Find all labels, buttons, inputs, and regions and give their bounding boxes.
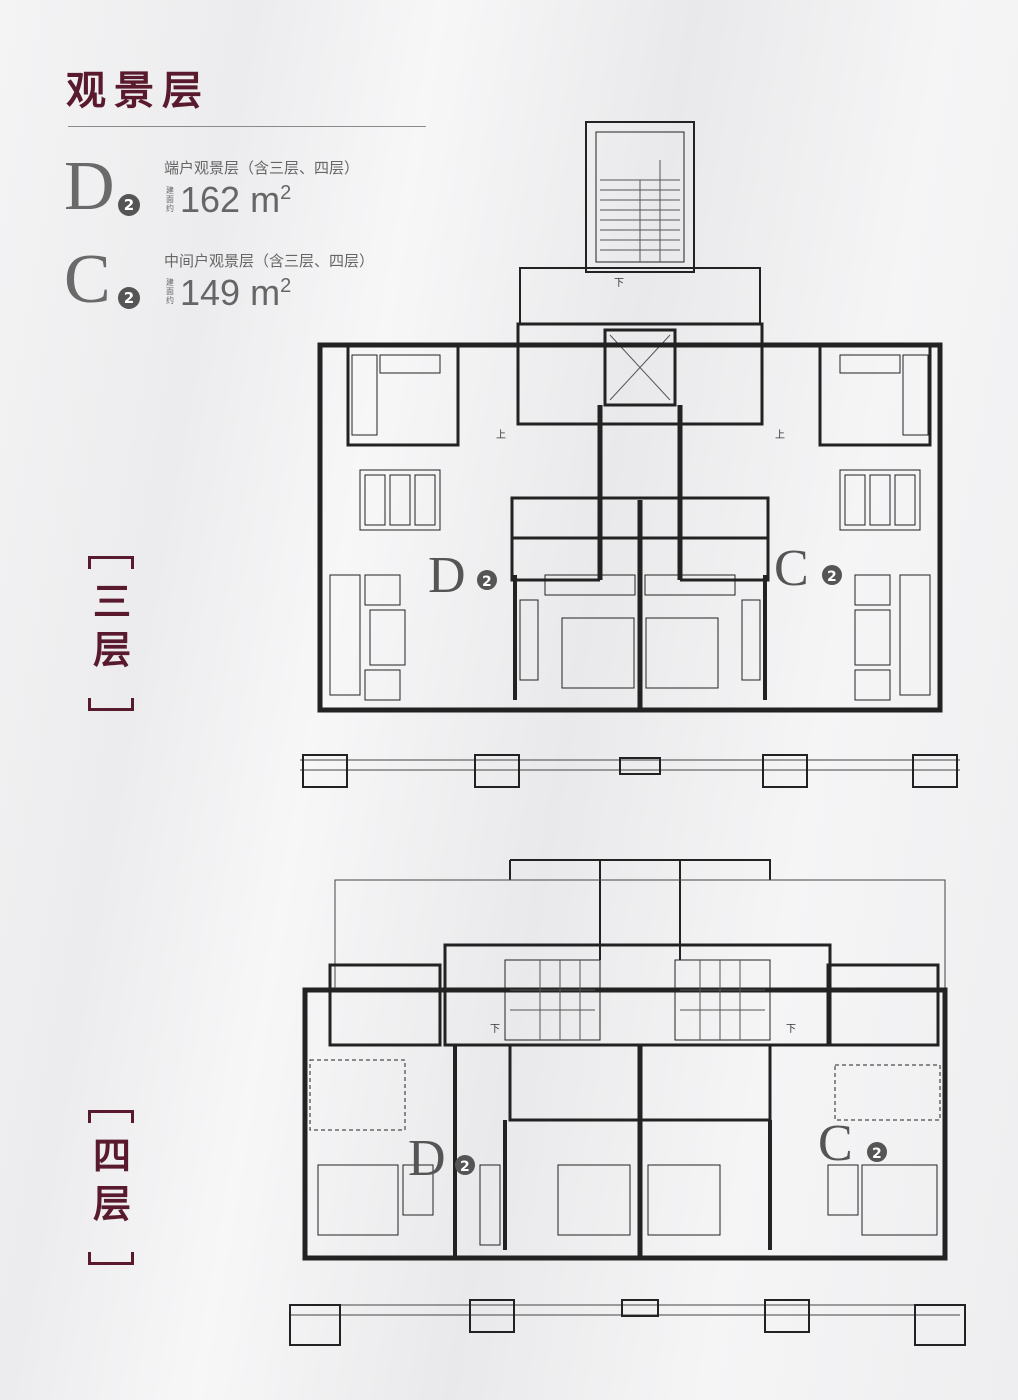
stair-down-label: 下 [786, 1024, 796, 1035]
unit-area: 162 m2 [180, 182, 291, 218]
plan-floor-4 [289, 859, 966, 1346]
unit-number: 2 [118, 194, 140, 216]
plan-label-num: 2 [460, 1159, 470, 1175]
area-unit: m [250, 272, 281, 313]
area-unit: m [250, 179, 281, 220]
stair-up-label: 上 [496, 429, 506, 441]
plan-label-num: 2 [482, 574, 492, 590]
bracket-bottom [88, 698, 134, 711]
stair-down-label: 下 [490, 1024, 500, 1035]
unit-description: 中间户观景层（含三层、四层） [164, 252, 375, 270]
divider [68, 126, 426, 127]
plan-label-num: 2 [827, 569, 837, 585]
unit-letter: C [64, 241, 111, 318]
stair-up-label: 上 [775, 429, 785, 441]
area-label: 建面约 [166, 186, 174, 213]
area-label: 建面约 [166, 278, 174, 305]
bracket-bottom [88, 1252, 134, 1265]
bracket-top [88, 1110, 134, 1123]
area-value: 162 [180, 179, 241, 220]
area-exponent: 2 [280, 275, 292, 297]
plan-label-num: 2 [872, 1146, 882, 1162]
area-value: 149 [180, 272, 241, 313]
plan-labels: D 2 C 2 D 2 C 2 下 上 上 下 下 [408, 278, 887, 1187]
plan-label-d2: D [408, 1130, 446, 1187]
area-exponent: 2 [280, 182, 292, 204]
plan-label-c2: C [818, 1115, 853, 1172]
floor-label-3: 三层 [92, 579, 131, 672]
unit-description: 端户观景层（含三层、四层） [164, 159, 360, 177]
plan-floor-3 [300, 121, 960, 788]
plan-label-d2: D [428, 547, 466, 604]
bracket-top [88, 556, 134, 569]
page-title: 观景层 [66, 67, 210, 114]
unit-number: 2 [118, 287, 140, 309]
plan-label-c2: C [774, 540, 809, 597]
floor-label-4: 四层 [92, 1133, 131, 1226]
unit-letter: D [64, 148, 115, 225]
unit-area: 149 m2 [180, 275, 291, 311]
stair-down-label: 下 [614, 278, 624, 289]
